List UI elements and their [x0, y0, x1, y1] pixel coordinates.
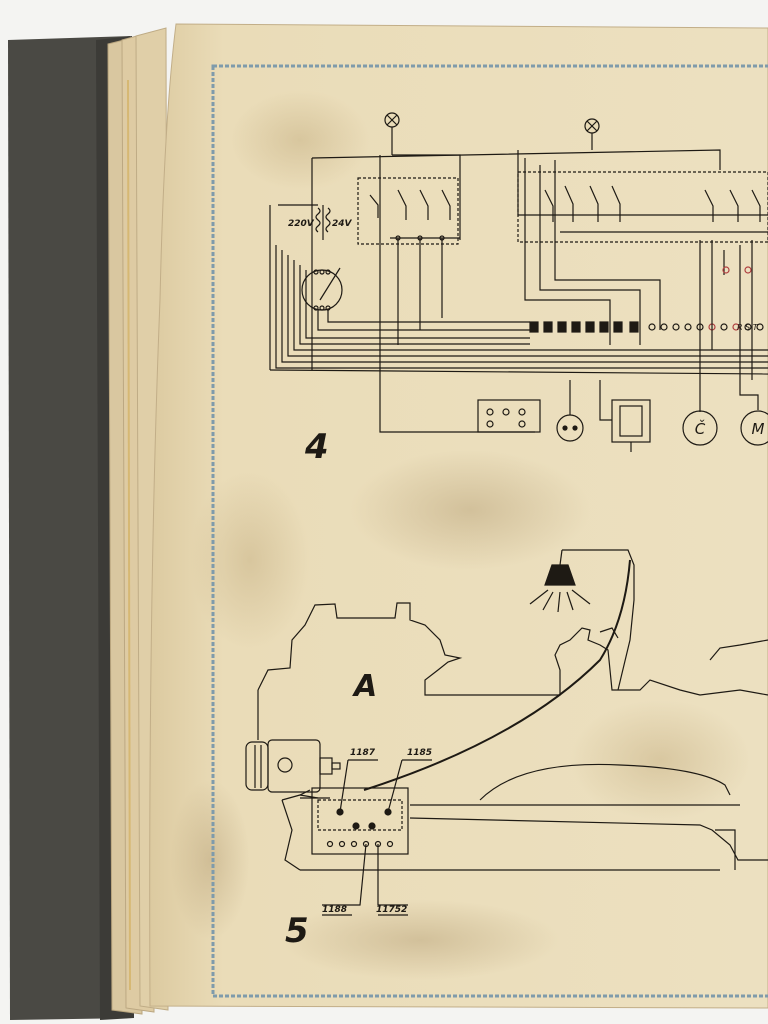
lamp-symbol-right: [584, 118, 600, 150]
terminal-label: R S T: [737, 323, 759, 332]
part-number-1188: 1188: [322, 905, 347, 915]
transformer-symbol: [269, 204, 331, 370]
control-box: [311, 787, 409, 855]
switch-box-left: [477, 399, 541, 433]
motor-m-label: M: [752, 420, 765, 438]
part-number-1185: 1185: [407, 748, 432, 758]
motor-c-symbol: [682, 410, 718, 446]
lathe-machine-outline: [257, 602, 768, 871]
voltage-secondary-label: 24V: [332, 219, 353, 229]
lamp-symbol-left: [384, 112, 400, 155]
wiring-diagram-4: [269, 112, 768, 452]
diagram-number-5: 5: [285, 911, 309, 951]
age-stains: [170, 90, 750, 980]
part-number-11752: 11752: [376, 905, 407, 915]
part-number-1187: 1187: [350, 748, 376, 758]
work-lamp-illustration: [529, 549, 635, 691]
motor-c-label: Č: [695, 419, 706, 438]
wiring-diagram-5: [245, 549, 768, 916]
motor-symbol: [301, 267, 343, 311]
motor-m-symbol: [740, 410, 768, 446]
page-frame: [211, 64, 768, 998]
machine-label-a: A: [352, 669, 377, 704]
voltage-primary-label: 220V: [288, 219, 315, 229]
terminal-strip: [529, 321, 764, 333]
diagram-number-4: 4: [304, 427, 329, 467]
